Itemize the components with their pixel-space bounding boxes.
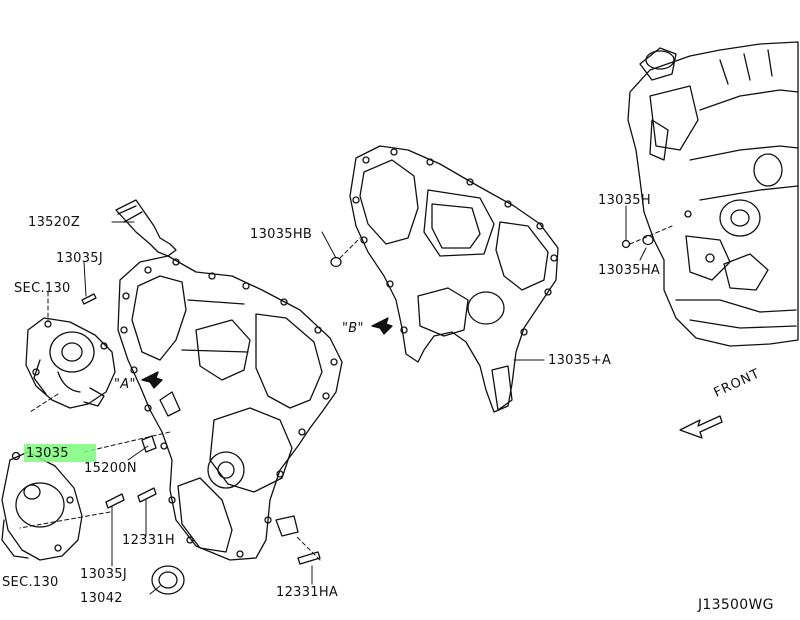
label-12331h[interactable]: 12331H <box>122 533 175 548</box>
label-view-b: "B" <box>342 321 364 336</box>
label-sec130-top[interactable]: SEC.130 <box>14 281 71 296</box>
label-view-a: "A" <box>114 377 136 392</box>
water-pump-lower <box>1 451 83 561</box>
o-rings <box>330 234 654 268</box>
inner-cover <box>349 145 559 413</box>
label-13035-a[interactable]: 13035+A <box>548 353 612 368</box>
crank-seal <box>151 565 185 595</box>
label-15200n[interactable]: 15200N <box>84 461 137 476</box>
engine-block <box>627 41 799 347</box>
view-b-arrow <box>371 317 393 335</box>
leader-lines <box>19 205 673 595</box>
label-13042[interactable]: 13042 <box>80 591 123 606</box>
label-13035-highlighted[interactable]: 13035 <box>26 446 69 461</box>
diagram-id: J13500WG <box>698 597 774 613</box>
label-13035h[interactable]: 13035H <box>598 193 651 208</box>
label-13035j-bottom[interactable]: 13035J <box>80 567 127 582</box>
view-a-arrow <box>141 371 163 389</box>
front-cover <box>117 255 343 561</box>
strainer <box>115 199 177 257</box>
label-13035j-top[interactable]: 13035J <box>56 251 103 266</box>
label-sec130-bottom[interactable]: SEC.130 <box>2 575 59 590</box>
front-arrow <box>679 415 723 439</box>
highlight-13035 <box>24 444 96 462</box>
label-13035hb[interactable]: 13035HB <box>250 227 313 242</box>
water-pump-upper <box>25 317 116 409</box>
label-13035ha[interactable]: 13035HA <box>598 263 661 278</box>
label-12331ha[interactable]: 12331HA <box>276 585 339 600</box>
label-13520z[interactable]: 13520Z <box>28 215 81 230</box>
